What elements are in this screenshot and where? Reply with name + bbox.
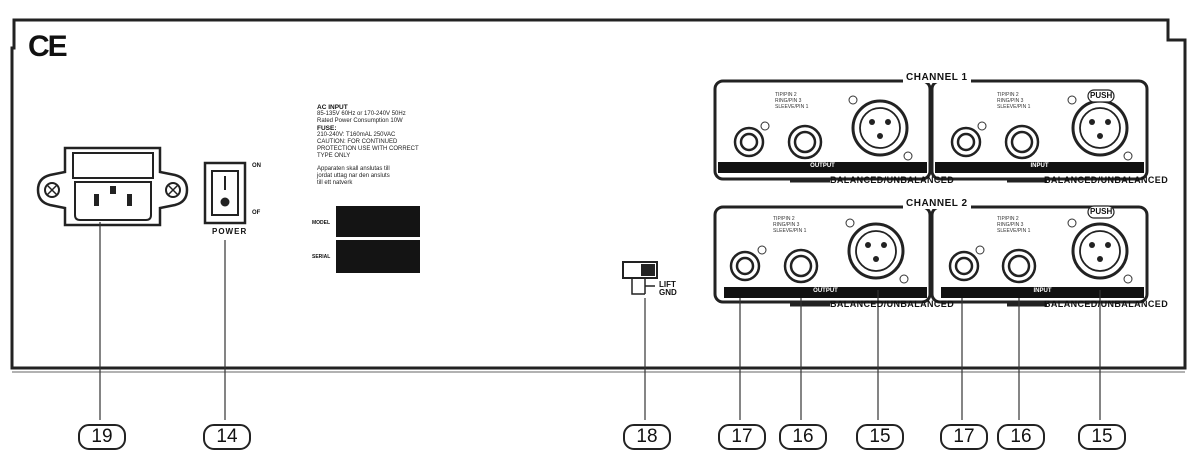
- serial-plate: [336, 240, 420, 273]
- channel-1-output-label: OUTPUT: [810, 163, 835, 169]
- pin-label: SLEEVE/PIN 1: [997, 104, 1031, 110]
- channel-2-input-label: INPUT: [1033, 288, 1052, 294]
- channel-1-input-pinout: TIP/PIN 2 RING/PIN 3 SLEEVE/PIN 1: [997, 92, 1030, 110]
- ac-input-info: AC INPUT 85-135V 60Hz or 170-240V 50Hz R…: [317, 104, 427, 187]
- pin-label: TIP/PIN 2: [775, 92, 797, 98]
- channel-1-output-box: [713, 79, 932, 183]
- pin-label: SLEEVE/PIN 1: [997, 228, 1031, 234]
- fuse-line: PROTECTION USE WITH CORRECT: [317, 146, 419, 152]
- ce-mark: CE: [28, 30, 68, 63]
- fuse-line: TYPE ONLY: [317, 153, 351, 159]
- fuse-line: 210-240V: T160mAL 250VAC: [317, 132, 396, 138]
- channel-2-output-label: OUTPUT: [813, 288, 838, 294]
- gnd-label: GND: [659, 288, 677, 297]
- pin-label: SLEEVE/PIN 1: [775, 104, 809, 110]
- pin-label: RING/PIN 3: [773, 222, 800, 228]
- channel-1-output-pinout: TIP/PIN 2 RING/PIN 3 SLEEVE/PIN 1: [775, 92, 808, 110]
- fuse-line: CAUTION: FOR CONTINUED: [317, 139, 398, 145]
- channel-2-output-pinout: TIP/PIN 2 RING/PIN 3 SLEEVE/PIN 1: [773, 216, 806, 234]
- ac-input-title: AC INPUT: [317, 104, 348, 111]
- channel-2-push-label: PUSH: [1090, 207, 1113, 216]
- serial-label: SERIAL: [312, 254, 331, 260]
- power-switch: [203, 161, 247, 420]
- callout-ch2-xlr: 15: [1078, 424, 1126, 450]
- channel-1-input-label: INPUT: [1030, 163, 1049, 169]
- callout-ch2-trs: 16: [997, 424, 1045, 450]
- callout-ch1-xlr: 15: [856, 424, 904, 450]
- callout-ch2-quarter-inch: 17: [940, 424, 988, 450]
- pin-label: TIP/PIN 2: [997, 92, 1019, 98]
- channel-1-title: CHANNEL 1: [903, 72, 971, 83]
- callout-ground-lift: 18: [623, 424, 671, 450]
- pin-label: SLEEVE/PIN 1: [773, 228, 807, 234]
- channel-1-push-label: PUSH: [1090, 91, 1113, 100]
- channel-2-input-balanced: BALANCED/UNBALANCED: [1044, 299, 1169, 309]
- channel-1-input-balanced: BALANCED/UNBALANCED: [1044, 175, 1169, 185]
- lift-label: LIFT: [659, 280, 676, 289]
- channel-2-input-pinout: TIP/PIN 2 RING/PIN 3 SLEEVE/PIN 1: [997, 216, 1030, 234]
- ac-input-line: 85-135V 60Hz or 170-240V 50Hz: [317, 111, 406, 117]
- power-label: POWER: [212, 227, 248, 236]
- channel-2-output-box: [713, 205, 932, 420]
- pin-label: TIP/PIN 2: [997, 216, 1019, 222]
- pin-label: RING/PIN 3: [997, 98, 1024, 104]
- pin-label: RING/PIN 3: [997, 222, 1024, 228]
- callout-power-switch: 14: [203, 424, 251, 450]
- warning-line: jordat uttag nar den ansluts: [317, 173, 390, 179]
- switch-off-label: OF: [252, 210, 261, 216]
- switch-on-label: ON: [252, 163, 261, 169]
- model-label: MODEL: [312, 220, 331, 226]
- ac-input-line: Rated Power Consumption 10W: [317, 118, 403, 124]
- warning-line: Apparaten skall anslutas till: [317, 166, 390, 172]
- channel-2-title: CHANNEL 2: [903, 198, 971, 209]
- pin-label: RING/PIN 3: [775, 98, 802, 104]
- fuse-title: FUSE:: [317, 125, 337, 132]
- ground-lift-switch: [622, 261, 658, 420]
- callout-power-inlet: 19: [78, 424, 126, 450]
- callout-ch1-quarter-inch: 17: [718, 424, 766, 450]
- power-inlet: [36, 146, 189, 420]
- callout-ch1-trs: 16: [779, 424, 827, 450]
- warning-line: till ett natverk: [317, 180, 353, 186]
- model-plate: [336, 206, 420, 237]
- channel-1-output-balanced: BALANCED/UNBALANCED: [830, 175, 955, 185]
- channel-1-input-box: [930, 79, 1149, 183]
- channel-2-input-box: [930, 205, 1149, 420]
- channel-2-output-balanced: BALANCED/UNBALANCED: [830, 299, 955, 309]
- pin-label: TIP/PIN 2: [773, 216, 795, 222]
- chassis-outline: [10, 18, 1187, 370]
